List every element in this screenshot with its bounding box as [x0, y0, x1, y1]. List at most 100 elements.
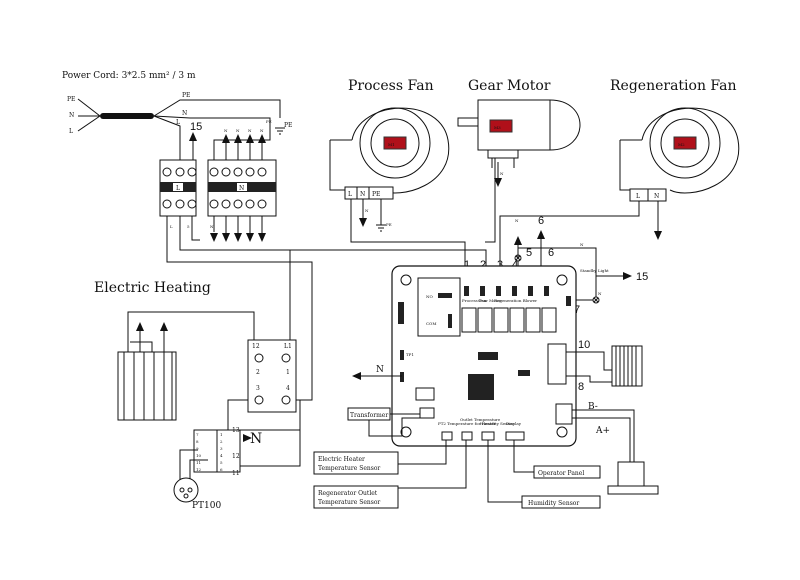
tb-right-5: 5: [220, 460, 223, 465]
process-fan-n: N: [360, 191, 365, 198]
process-fan-l: L: [348, 191, 352, 198]
process-fan: M1 L N PE N PE: [329, 107, 466, 286]
process-fan-pe: PE: [372, 191, 380, 198]
process-fan-badge-text: M1: [388, 142, 395, 147]
relay-num-6: 6: [548, 247, 554, 259]
cord-sheath: [100, 113, 154, 119]
breaker-l-mark: L: [176, 185, 180, 192]
regen-sensor-label-1: Regenerator Outlet: [318, 490, 378, 497]
pcb-conn-display: Display: [506, 421, 522, 426]
pcb-no: NO: [426, 294, 434, 299]
breaker-in-n4: N: [260, 128, 264, 133]
process-fan-n-wire: N: [365, 208, 369, 213]
breaker-out-l: L: [170, 224, 173, 229]
cord-pe-top: PE: [182, 92, 190, 99]
relay-num-2: 2: [480, 259, 486, 271]
pcb-conn-heater: PT2 Temperature for Heater: [438, 421, 496, 426]
contactor-1: 1: [286, 369, 290, 376]
process-fan-title: Process Fan: [348, 78, 434, 94]
tb-left-9: 9: [196, 446, 199, 451]
tb-right-1: 1: [220, 432, 223, 437]
contactor-12: 12: [252, 343, 260, 350]
regen-sensor-label-2: Temperature Sensor: [318, 499, 380, 506]
cord-l-label: L: [69, 128, 73, 135]
tb-num-13: 13: [232, 427, 240, 434]
relay-num-4: 4: [512, 259, 518, 271]
regen-fan-badge: [673, 136, 697, 150]
heater-sensor-label-1: Electric Heater: [318, 456, 365, 463]
pcb-conn-outlet: Outlet Temperature: [460, 417, 501, 422]
tb-left-7: 7: [196, 432, 199, 437]
pcb-tp1: TP1: [406, 352, 414, 357]
process-fan-badge: [383, 136, 407, 150]
relay-feeds: 1 2 3 4 5 6 6 N N Standby Light 15 N 7: [464, 215, 648, 316]
tb-n-label: N: [250, 431, 262, 447]
terminal-block: 7 8 9 10 11 12 1 2 3 4 5 6 13 12 11 N PT…: [173, 427, 301, 511]
electric-heating-title: Electric Heating: [94, 280, 211, 296]
regen-fan-badge-text: M2: [678, 142, 685, 147]
contactor-l1: L1: [284, 343, 292, 350]
regen-fan-l: L: [636, 193, 640, 200]
sensor-probe: B- A+: [572, 402, 659, 495]
regen-fan: M2 L N: [499, 107, 740, 286]
contactor-3: 3: [256, 385, 260, 392]
process-fan-ground: PE: [386, 222, 392, 227]
breaker-n-mark: N: [239, 185, 244, 192]
gear-motor-badge-text: M3: [494, 125, 501, 130]
sensor-labels: Electric Heater Temperature Sensor Regen…: [313, 440, 601, 509]
motor-conn-8: 8: [578, 381, 584, 393]
tb-num-11: 11: [232, 470, 240, 477]
relay-n-right: N: [580, 242, 584, 247]
tb-left-12: 12: [196, 467, 202, 472]
relay-n-top: N: [515, 218, 519, 223]
breaker-in-n1: N: [224, 128, 228, 133]
pcb-label-process: Process Fan: [462, 298, 487, 303]
ground-pe-label: PE: [284, 122, 292, 129]
electric-heater: [117, 311, 255, 421]
standby-num-15: 15: [636, 271, 648, 283]
tb-right-2: 2: [220, 439, 223, 444]
tb-num-12: 12: [232, 453, 240, 460]
regen-fan-title: Regeneration Fan: [610, 78, 737, 94]
tb-left-8: 8: [196, 439, 199, 444]
breaker-in-n3: N: [248, 128, 252, 133]
power-cord: PE N L PE N L PE: [67, 92, 292, 135]
pcb-com: COM: [426, 321, 436, 326]
operator-panel-label: Operator Panel: [538, 470, 584, 477]
sensor-a-plus: A+: [595, 426, 610, 436]
tb-right-4: 4: [220, 453, 223, 458]
tb-left-10: 10: [196, 453, 202, 458]
transformer-label: Transformer: [350, 412, 388, 419]
contactor-4: 4: [286, 385, 290, 392]
standby-n: N: [598, 291, 602, 296]
regen-fan-n: N: [654, 193, 659, 200]
cord-n-top: N: [182, 110, 187, 117]
gear-motor: M3 N: [457, 99, 581, 243]
breaker-out-5: 5: [187, 224, 190, 229]
sensor-b-minus: B-: [588, 402, 598, 412]
breaker-num-15: 15: [190, 121, 202, 133]
pcb-conn-humidity: Humidity Sensor: [480, 421, 514, 426]
relay-num-6-top: 6: [538, 215, 544, 227]
relay-num-7: 7: [574, 304, 580, 316]
cord-n-label: N: [69, 112, 74, 119]
contactor: 12 L1 2 1 3 4: [227, 250, 313, 457]
pcb-n-arrow-label: N: [376, 365, 384, 375]
gear-motor-title: Gear Motor: [468, 78, 551, 94]
pt100-label: PT100: [192, 501, 222, 511]
contactor-2: 2: [256, 369, 260, 376]
main-pcb: NO COM Process Fan Gear Motor Regenerati…: [391, 265, 577, 447]
gear-motor-badge: [489, 119, 513, 133]
breaker-out-n: N: [210, 224, 214, 229]
cord-l-top: L: [176, 119, 180, 126]
pcb-label-regen: Regeneration Blower: [494, 298, 537, 303]
motor-connector: 10 8: [566, 339, 643, 393]
tb-left-11: 11: [196, 460, 201, 465]
breaker-block: L N 15 N N N N PE L 5 N: [159, 119, 487, 298]
motor-conn-10: 10: [578, 339, 590, 351]
relay-num-1: 1: [464, 259, 470, 271]
humidity-sensor-label: Humidity Sensor: [528, 500, 579, 507]
power-cord-label: Power Cord: 3*2.5 mm² / 3 m: [62, 71, 196, 81]
heater-sensor-label-2: Temperature Sensor: [318, 465, 380, 472]
